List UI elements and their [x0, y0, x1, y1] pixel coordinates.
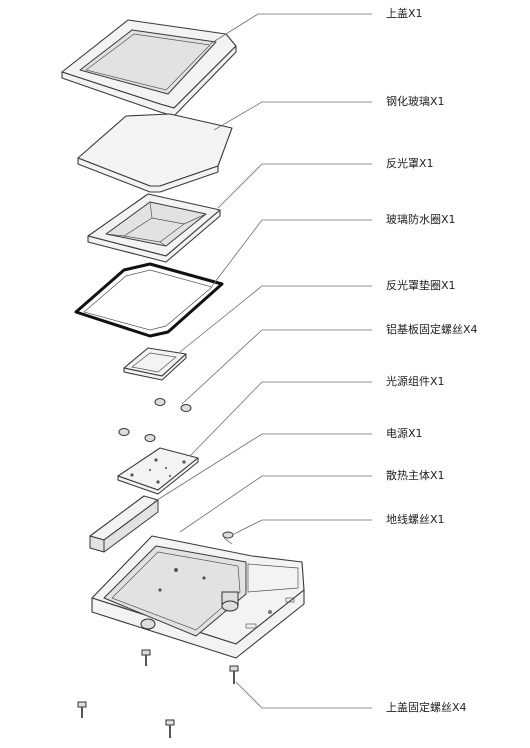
leader-cover-screws — [235, 681, 372, 709]
label-ground-screw: 地线螺丝X1 — [386, 512, 445, 526]
leader-tempered-glass — [213, 101, 372, 131]
top-cover-drawing — [61, 19, 237, 117]
glass-gasket-drawing — [74, 262, 224, 338]
label-power-supply: 电源X1 — [386, 426, 423, 440]
leader-power-supply — [153, 433, 372, 503]
label-reflector: 反光罩X1 — [386, 156, 434, 170]
leader-reflector-gasket — [179, 285, 372, 353]
label-heatsink-body: 散热主体X1 — [386, 468, 445, 482]
label-glass-gasket: 玻璃防水圈X1 — [386, 212, 456, 226]
leader-reflector — [217, 163, 372, 209]
label-tempered-glass: 钢化玻璃X1 — [386, 94, 445, 108]
leader-lines — [153, 13, 372, 709]
label-al-board-screws: 铝基板固定螺丝X4 — [386, 322, 478, 336]
label-reflector-gasket: 反光罩垫圈X1 — [386, 278, 456, 292]
leader-al-board-screws — [181, 329, 372, 405]
leader-light-module — [189, 381, 372, 457]
tempered-glass-drawing — [77, 113, 233, 193]
leader-top-cover — [209, 13, 372, 45]
reflector-gasket-drawing — [123, 347, 187, 381]
al-board-screws-drawing — [118, 398, 192, 442]
leader-heatsink-body — [179, 475, 372, 533]
label-cover-screws: 上盖固定螺丝X4 — [386, 700, 467, 714]
ground-screw-drawing — [222, 531, 234, 545]
label-light-module: 光源组件X1 — [386, 374, 445, 388]
heatsink-body-drawing — [91, 535, 305, 659]
light-module-drawing — [117, 447, 199, 495]
reflector-drawing — [87, 193, 221, 263]
leader-glass-gasket — [211, 219, 372, 287]
leader-ground-screw — [233, 519, 372, 535]
label-top-cover: 上盖X1 — [386, 6, 423, 20]
power-supply-drawing — [89, 495, 159, 553]
part-labels: 上盖X1 钢化玻璃X1 反光罩X1 玻璃防水圈X1 反光罩垫圈X1 铝基板固定螺… — [386, 6, 478, 714]
cover-screws-drawing — [77, 649, 239, 738]
